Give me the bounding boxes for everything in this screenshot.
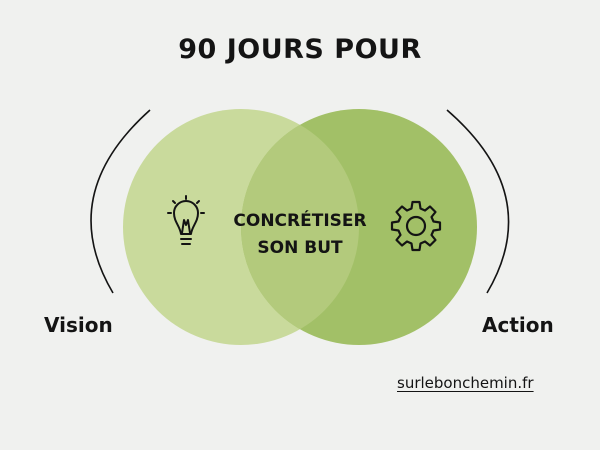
source-link[interactable]: surlebonchemin.fr	[397, 374, 534, 392]
center-text-line2: SON BUT	[257, 238, 343, 258]
action-label: Action	[482, 313, 554, 337]
page-title: 90 JOURS POUR	[178, 34, 422, 65]
center-text: CONCRÉTISER SON BUT	[210, 208, 390, 262]
center-text-line1: CONCRÉTISER	[233, 211, 367, 231]
right-bracket	[446, 109, 510, 294]
vision-label: Vision	[44, 313, 113, 337]
overlap-region	[241, 109, 359, 345]
gear-icon	[390, 200, 442, 252]
lightbulb-icon	[167, 195, 205, 245]
left-bracket	[90, 109, 151, 294]
